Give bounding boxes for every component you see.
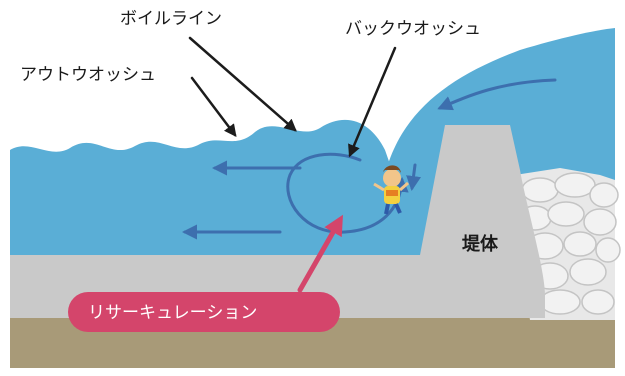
basin-water: [10, 200, 440, 260]
dam-body-label: 堤体: [462, 233, 499, 255]
outwash-label: アウトウオッシュ: [20, 65, 156, 85]
recirculation-badge: [68, 292, 340, 332]
label-pointers: [188, 36, 397, 158]
recirculation-arrows: [182, 78, 557, 240]
stone-blocks: [515, 168, 621, 320]
child-figure-icon: [373, 165, 409, 215]
recirculation-pointer: [297, 214, 343, 293]
dam-body: [10, 125, 545, 318]
recirculation-label: リサーキュレーション: [88, 303, 257, 323]
boil-line-label: ボイルライン: [120, 9, 222, 29]
backwash-label: バックウオッシュ: [345, 19, 481, 39]
